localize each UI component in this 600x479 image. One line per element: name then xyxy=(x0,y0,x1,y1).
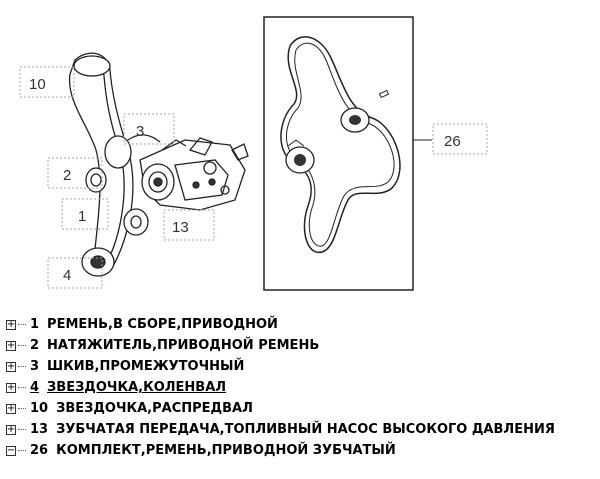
expand-icon[interactable]: + xyxy=(6,381,16,393)
expand-icon[interactable]: + xyxy=(6,339,16,351)
expand-icon[interactable]: + xyxy=(6,318,16,330)
callout-13: 13 xyxy=(172,219,189,236)
parts-diagram: 10 3 2 1 13 4 26 xyxy=(19,16,488,291)
expand-icon[interactable]: + xyxy=(6,360,16,372)
callout-2: 2 xyxy=(63,167,71,184)
callout-1: 1 xyxy=(78,208,86,225)
callout-10: 10 xyxy=(29,76,46,93)
engine-drive-assembly xyxy=(68,52,249,277)
timing-belt-kit xyxy=(263,16,432,291)
callout-3: 3 xyxy=(136,123,144,140)
callout-26: 26 xyxy=(444,133,461,150)
expand-icon[interactable]: + xyxy=(6,402,16,414)
callout-4: 4 xyxy=(63,267,71,284)
callout-boxes xyxy=(19,66,488,289)
collapse-icon[interactable]: − xyxy=(6,444,16,456)
expand-icon[interactable]: + xyxy=(6,423,16,435)
callout-labels: 10 3 2 1 13 4 26 xyxy=(29,76,461,284)
